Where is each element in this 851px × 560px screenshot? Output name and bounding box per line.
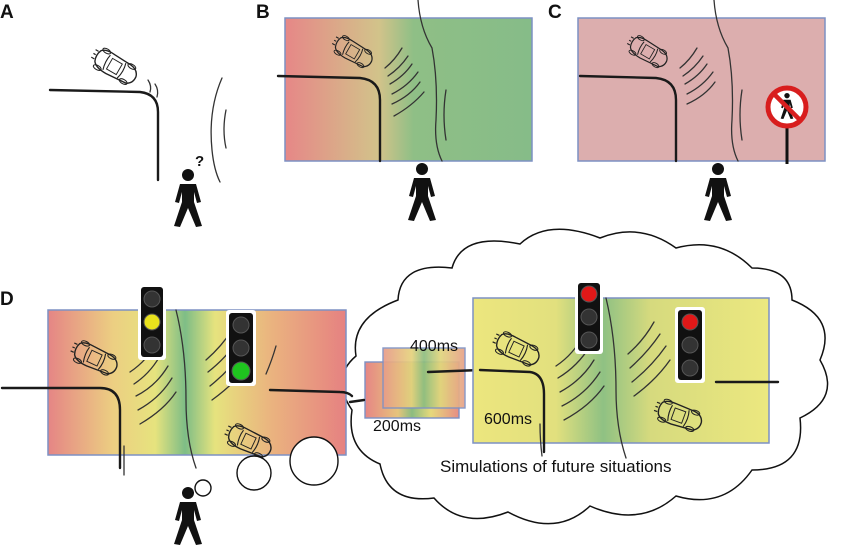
- panel-label-b: B: [256, 2, 270, 23]
- question-mark: ?: [195, 153, 204, 170]
- panel-label-c: C: [548, 2, 562, 23]
- thought-bubble: [194, 479, 212, 497]
- time-label-600ms: 600ms: [484, 411, 532, 428]
- simulation-400ms: [382, 347, 466, 409]
- time-label-200ms: 200ms: [373, 418, 421, 435]
- pedestrian-icon: [704, 163, 732, 221]
- traffic-light-red: [575, 280, 603, 354]
- cloud-caption: Simulations of future situations: [440, 457, 672, 476]
- traffic-light-yellow: [138, 284, 166, 360]
- time-label-400ms: 400ms: [410, 338, 458, 355]
- thought-bubble: [236, 455, 272, 491]
- motion-marks: [147, 79, 152, 93]
- panel-a: A ?: [0, 2, 227, 227]
- panel-label-d: D: [0, 289, 14, 310]
- panel-b: B: [256, 0, 533, 221]
- pedestrian-icon: [408, 163, 436, 221]
- traffic-light-green: [226, 310, 256, 386]
- panel-c: C: [548, 0, 826, 221]
- no-pedestrian-sign-icon: [765, 85, 809, 164]
- panel-d: D: [0, 228, 829, 545]
- pedestrian-icon: [174, 169, 202, 227]
- road-edge: [48, 88, 160, 182]
- traffic-light-red: [675, 307, 705, 383]
- scene-risk-map: [47, 309, 347, 456]
- car-sketch: [86, 42, 142, 90]
- panel-label-a: A: [0, 2, 14, 23]
- thought-bubble: [289, 436, 339, 486]
- scene-risk-map: [284, 17, 533, 162]
- road-edge-right: [210, 77, 223, 183]
- pedestrian-icon: [174, 487, 202, 545]
